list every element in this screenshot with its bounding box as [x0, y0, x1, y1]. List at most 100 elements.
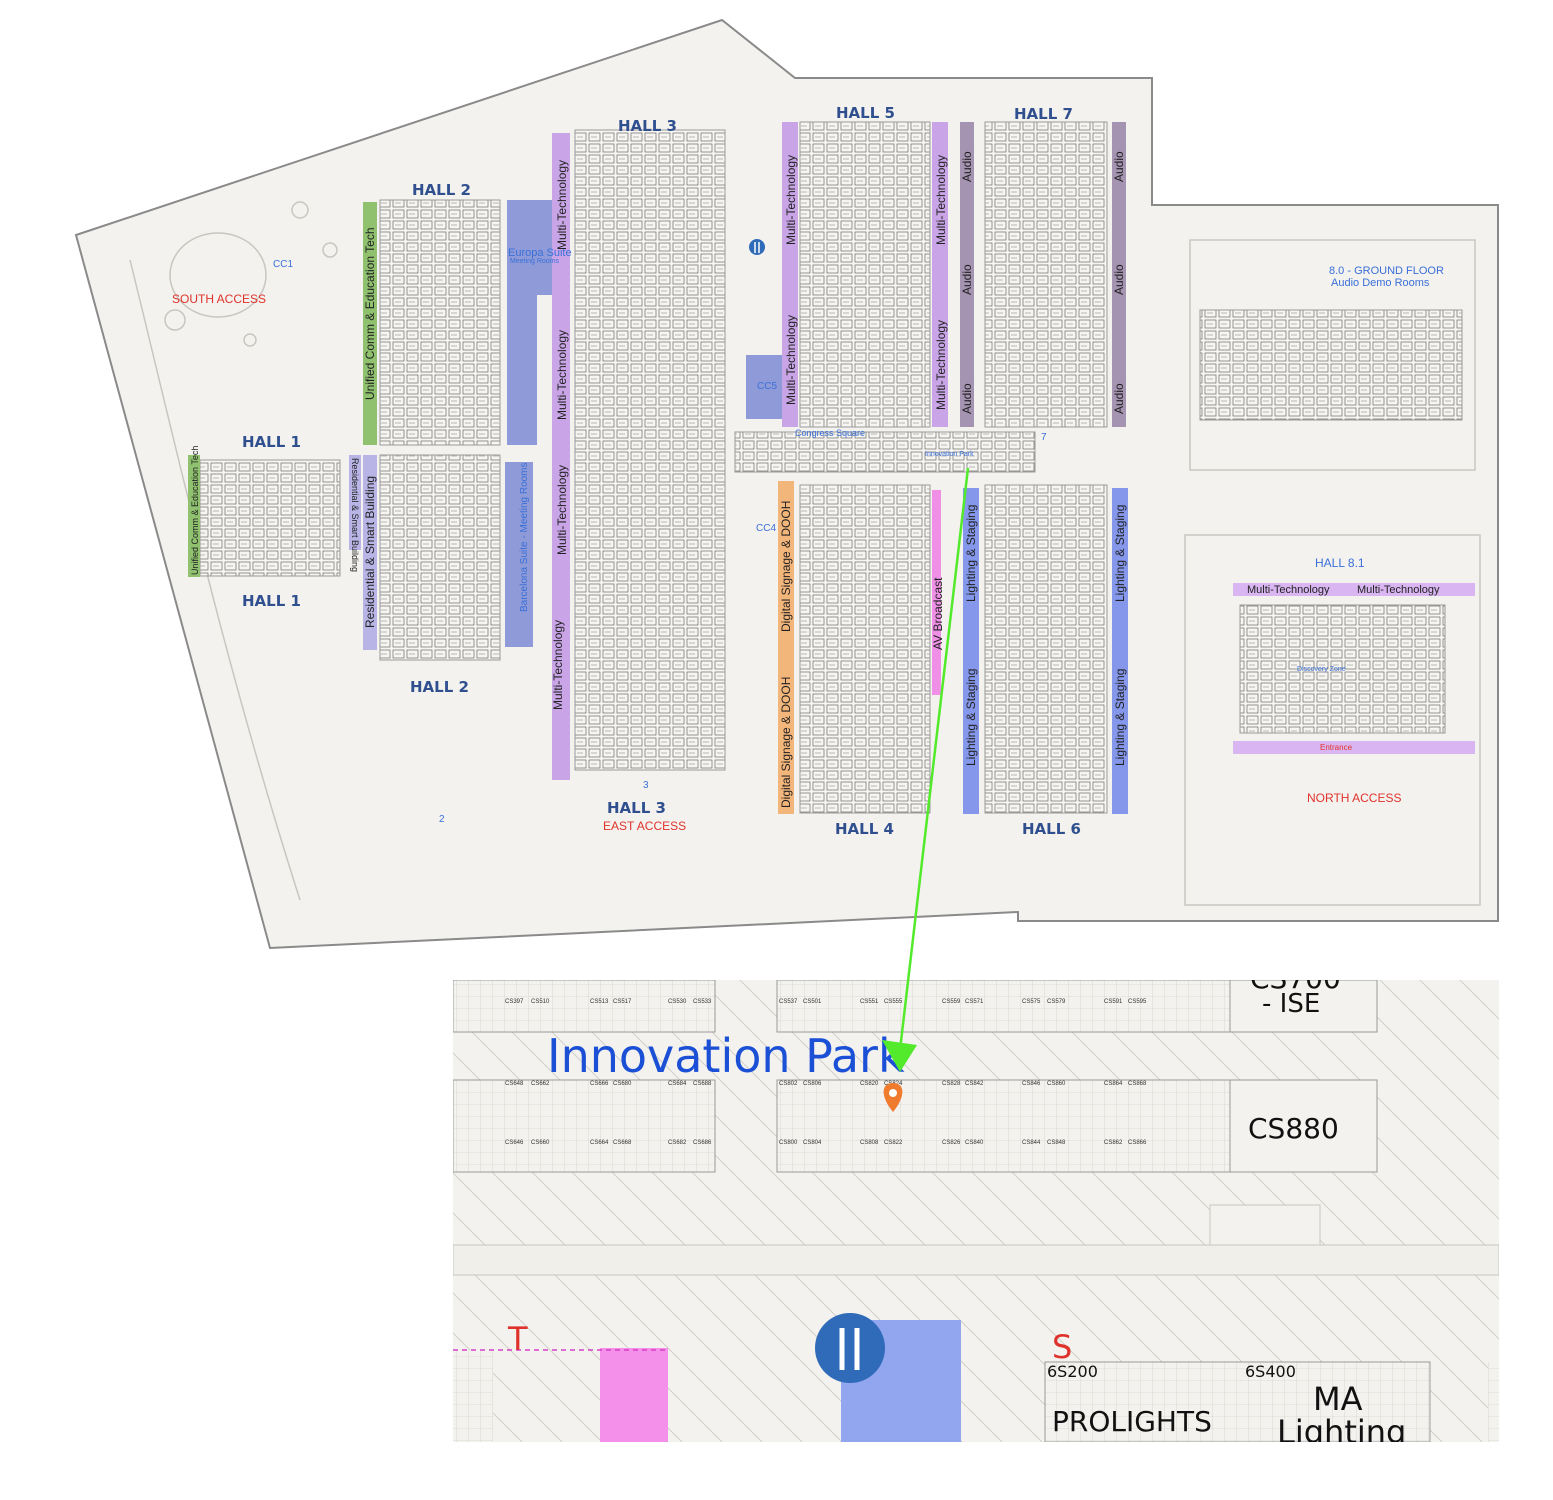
- stand-code: CS846: [1022, 1081, 1041, 1087]
- zone-digital-signage-2: Digital Signage & DOOH: [779, 677, 793, 808]
- zone-europa-meeting: Meeting Rooms: [510, 258, 560, 265]
- stand-code: CS688: [693, 1081, 712, 1087]
- hall-6: HALL 6: [1022, 820, 1081, 838]
- stand-code: CS559: [942, 999, 961, 1005]
- zone-audio-1: Audio: [960, 151, 974, 182]
- zone-audio-2: Audio: [960, 264, 974, 295]
- stand-code: CS579: [1047, 999, 1066, 1005]
- stand-code: CS533: [693, 999, 712, 1005]
- stand-code: CS513: [590, 999, 609, 1005]
- stand-code: CS662: [531, 1081, 550, 1087]
- stand-code: CS571: [965, 999, 984, 1005]
- zone-residential-hall2: Residential & Smart Building: [363, 476, 377, 628]
- stand-code: CS864: [1104, 1081, 1123, 1087]
- stand-code: CS555: [884, 999, 903, 1005]
- stand-code: CS800: [779, 1140, 798, 1146]
- zone-lighting-2: Lighting & Staging: [964, 669, 978, 766]
- stand-code: CS551: [860, 999, 879, 1005]
- cc4-label: CC4: [756, 523, 776, 534]
- stand-code: CS842: [965, 1081, 984, 1087]
- zone-audio-4: Audio: [1112, 151, 1126, 182]
- stand-code: CS648: [505, 1081, 524, 1087]
- stand-code: CS840: [965, 1140, 984, 1146]
- stand-code: CS595: [1128, 999, 1147, 1005]
- stand-code: CS820: [860, 1081, 879, 1087]
- stand-code: CS826: [942, 1140, 961, 1146]
- hall-3-bottom: HALL 3: [607, 799, 666, 817]
- zone-mt-hall5-2: Multi-Technology: [784, 315, 798, 405]
- stand-code: CS828: [942, 1081, 961, 1087]
- zone-mt-hall81-b: Multi-Technology: [1357, 584, 1440, 596]
- hall-8-1: HALL 8.1: [1315, 556, 1365, 570]
- zone-bands: [188, 122, 1475, 814]
- zone-barcelona-suite: Barcelona Suite - Meeting Rooms: [519, 462, 530, 612]
- misc-labels: CC1 CC4 CC5 Congress Square Innovation P…: [273, 259, 1444, 825]
- zone-lighting-1: Lighting & Staging: [964, 505, 978, 602]
- stand-code: CS682: [668, 1140, 687, 1146]
- stand-code: CS848: [1047, 1140, 1066, 1146]
- hall-5: HALL 5: [836, 104, 895, 122]
- cs700-label: CS700: [1250, 962, 1341, 995]
- stand-code: CS680: [613, 1081, 632, 1087]
- stand-code: CS664: [590, 1140, 609, 1146]
- innovation-park-small-label: Innovation Park: [925, 451, 974, 458]
- stand-code: CS822: [884, 1140, 903, 1146]
- zone-mt-hall3-3: Multi-Technology: [555, 465, 569, 555]
- zone-audio-6: Audio: [1112, 383, 1126, 414]
- hall-titles: HALL 1 HALL 1 HALL 2 HALL 2 HALL 3 HALL …: [242, 104, 1365, 838]
- num-2-label: 2: [439, 814, 445, 825]
- location-pin-icon: [883, 1083, 903, 1112]
- cs880-label: CS880: [1248, 1112, 1339, 1145]
- zone-lighting-3: Lighting & Staging: [1113, 505, 1127, 602]
- hall-1-top: HALL 1: [242, 433, 301, 451]
- stand-code: CS686: [693, 1140, 712, 1146]
- zone-entrance-81: Entrance: [1320, 743, 1353, 752]
- hall-2-bottom: HALL 2: [410, 678, 469, 696]
- lighting-label: Lighting: [1277, 1413, 1406, 1451]
- zone-unified-comm-hall1: Unified Comm & Education Tech: [190, 446, 200, 575]
- stand-code: CS860: [1047, 1081, 1066, 1087]
- cs700-sub-label: - ISE: [1262, 989, 1320, 1019]
- hall-2-top: HALL 2: [412, 181, 471, 199]
- audio-demo-label: Audio Demo Rooms: [1331, 277, 1430, 289]
- inset-map: [453, 980, 1499, 1442]
- stand-code: CS530: [668, 999, 687, 1005]
- zone-mt-hall3-4: Multi-Technology: [551, 620, 565, 710]
- north-access: NORTH ACCESS: [1307, 791, 1401, 805]
- access-labels: SOUTH ACCESS EAST ACCESS NORTH ACCESS: [172, 292, 1401, 833]
- zone-mt-hall5-4: Multi-Technology: [934, 320, 948, 410]
- stand-code: CS806: [803, 1081, 822, 1087]
- innovation-park-title: Innovation Park: [547, 1029, 905, 1083]
- stand-code: CS501: [803, 999, 822, 1005]
- num-7-label: 7: [1041, 432, 1047, 443]
- hall-1-bottom: HALL 1: [242, 592, 301, 610]
- zone-audio-3: Audio: [960, 383, 974, 414]
- stand-code: CS646: [505, 1140, 524, 1146]
- ma-label: MA: [1313, 1380, 1363, 1418]
- zone-europa-suite: Europa Suite: [508, 247, 572, 259]
- zone-audio-5: Audio: [1112, 264, 1126, 295]
- stand-code: CS537: [779, 999, 798, 1005]
- east-access: EAST ACCESS: [603, 819, 686, 833]
- hall-4: HALL 4: [835, 820, 894, 838]
- zone-digital-signage-1: Digital Signage & DOOH: [779, 501, 793, 632]
- zone-residential-hall1: Residential & Smart Building: [350, 458, 360, 572]
- stand-code: CS866: [1128, 1140, 1147, 1146]
- zone-mt-hall81-a: Multi-Technology: [1247, 584, 1330, 596]
- zone-mt-hall3-2: Multi-Technology: [555, 330, 569, 420]
- stand-code: CS517: [613, 999, 632, 1005]
- zone-mt-hall3-1: Multi-Technology: [555, 160, 569, 250]
- zone-mt-hall5-1: Multi-Technology: [784, 155, 798, 245]
- stand-code: CS844: [1022, 1140, 1041, 1146]
- hall-7: HALL 7: [1014, 105, 1073, 123]
- stand-code: CS591: [1104, 999, 1123, 1005]
- arrow-connector: [882, 467, 970, 1072]
- zone-lighting-4: Lighting & Staging: [1113, 669, 1127, 766]
- letter-s: S: [1052, 1328, 1072, 1366]
- restaurant-icon-small: [749, 239, 765, 255]
- booth-blocks: [199, 121, 1463, 814]
- zone-av-broadcast: AV Broadcast: [931, 577, 945, 650]
- cc1-label: CC1: [273, 259, 293, 270]
